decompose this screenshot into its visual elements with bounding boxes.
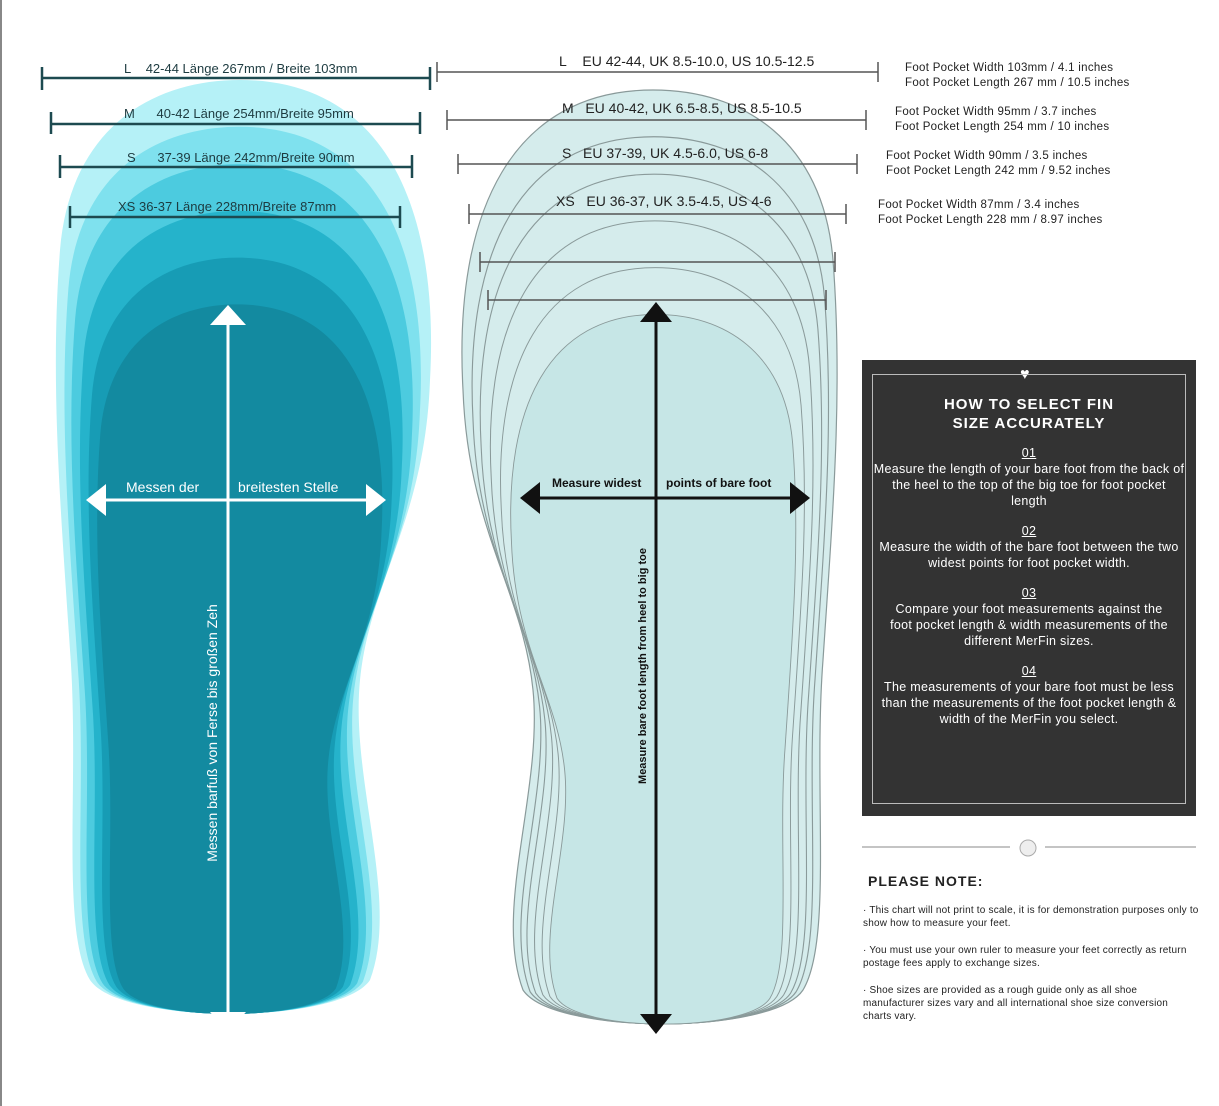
right-width-label-left: Measure widest [552, 476, 642, 490]
right-size-S: S EU 37-39, UK 4.5-6.0, US 6-8 [562, 145, 769, 161]
right-size-M: M EU 40-42, UK 6.5-8.5, US 8.5-10.5 [562, 100, 802, 116]
right-width-label-right: points of bare foot [666, 476, 772, 490]
left-arrows [86, 305, 386, 1032]
left-size-bars [40, 67, 432, 228]
left-foot-layer [97, 304, 383, 1015]
left-size-XS: XS 36-37 Länge 228mm/Breite 87mm [118, 199, 337, 214]
left-size-S: S 37-39 Länge 242mm/Breite 90mm [127, 150, 355, 165]
left-size-L: L 42-44 Länge 267mm / Breite 103mm [124, 61, 358, 76]
right-length-label: Measure bare foot length from heel to bi… [637, 548, 649, 784]
note-item: · This chart will not print to scale, it… [863, 905, 1199, 929]
note-item: · You must use your own ruler to measure… [863, 945, 1187, 969]
right-size-bars [436, 62, 879, 310]
right-foot-layer [510, 313, 797, 1025]
window-edge [0, 0, 2, 1106]
how-to-title: HOW TO SELECT FIN SIZE ACCURATELY [943, 396, 1115, 432]
right-arrows [520, 302, 810, 1034]
left-length-label: Messen barfuß von Ferse bis großen Zeh [204, 604, 220, 862]
left-foot-layers [55, 80, 432, 1015]
right-size-XS: XS EU 36-37, UK 3.5-4.5, US 4-6 [556, 193, 772, 209]
left-width-label-right: breitesten Stelle [238, 479, 339, 495]
note-title: PLEASE NOTE: [868, 873, 984, 889]
right-foot-layers [461, 89, 838, 1025]
note-item: · Shoe sizes are provided as a rough gui… [863, 985, 1169, 1022]
left-width-label-left: Messen der [126, 479, 200, 495]
left-size-M: M 40-42 Länge 254mm/Breite 95mm [124, 106, 354, 121]
flower-divider [862, 839, 1196, 857]
right-size-L: L EU 42-44, UK 8.5-10.0, US 10.5-12.5 [559, 53, 815, 69]
